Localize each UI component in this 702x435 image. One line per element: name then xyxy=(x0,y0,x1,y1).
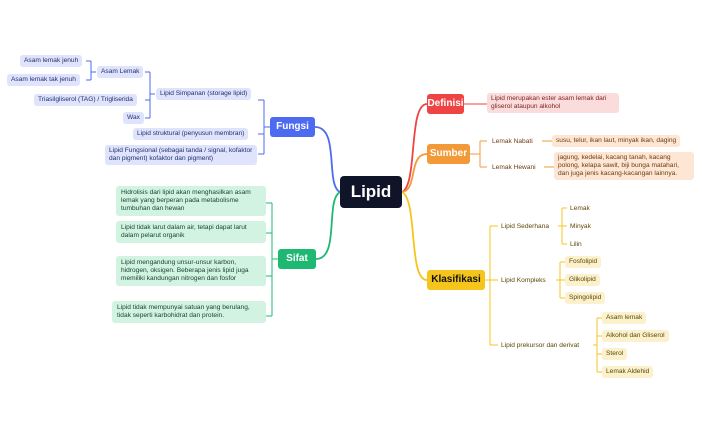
node-lipid-fungsional[interactable]: Lipid Fungsional (sebagai tanda / signal… xyxy=(105,145,257,166)
link-center-sumber xyxy=(401,153,428,193)
branch-definisi[interactable]: Definisi xyxy=(427,94,464,114)
node-hewani-text[interactable]: jagung, kedelai, kacang tanah, kacang po… xyxy=(554,152,694,181)
link-asamlemak-children xyxy=(86,60,96,81)
link-center-definisi xyxy=(401,103,428,193)
node-asam-lemak-jenuh[interactable]: Asam lemak jenuh xyxy=(20,55,83,68)
node-sifat-unsur[interactable]: Lipid mengandung unsur-unsur karbon, hid… xyxy=(116,256,266,287)
link-prekursor-children xyxy=(593,317,602,373)
link-kompleks-children xyxy=(556,261,565,299)
link-fungsi-children xyxy=(258,99,270,155)
branch-klasifikasi[interactable]: Klasifikasi xyxy=(427,270,485,290)
node-tag[interactable]: Triasilgliserol (TAG) / Trigliserida xyxy=(34,94,137,107)
node-sifat-kelarutan[interactable]: Lipid tidak larut dalam air, tetapi dapa… xyxy=(116,221,266,244)
link-center-sifat xyxy=(315,191,341,260)
node-lemak-hewani[interactable]: Lemak Hewani xyxy=(492,164,536,171)
node-lilin[interactable]: Lilin xyxy=(570,241,582,248)
node-lipid-sederhana[interactable]: Lipid Sederhana xyxy=(501,223,550,230)
node-lemak[interactable]: Lemak xyxy=(570,205,590,212)
branch-sumber[interactable]: Sumber xyxy=(427,144,470,164)
node-sifat-satuan[interactable]: Lipid tidak mempunyai satuan yang berula… xyxy=(112,301,266,324)
link-sederhana-children xyxy=(558,207,567,245)
node-lemak-aldehid[interactable]: Lemak Aldehid xyxy=(602,366,654,379)
node-nabati-text[interactable]: susu, telur, ikan laut, minyak ikan, dag… xyxy=(552,135,681,148)
central-topic[interactable]: Lipid xyxy=(340,176,402,208)
node-lemak-nabati[interactable]: Lemak Nabati xyxy=(492,138,533,145)
node-sterol[interactable]: Sterol xyxy=(602,348,628,361)
node-sifat-hidrolisis[interactable]: Hidrolisis dari lipid akan menghasilkan … xyxy=(116,186,266,217)
link-simpanan-children xyxy=(145,71,155,119)
node-glikolipid[interactable]: Glikolipid xyxy=(565,274,600,287)
node-lipid-prekursor[interactable]: Lipid prekursor dan derivat xyxy=(501,342,580,349)
link-center-klasifikasi xyxy=(401,191,428,281)
node-alkohol-gliserol[interactable]: Alkohol dan Gliserol xyxy=(602,330,669,343)
link-sumber-children xyxy=(470,140,487,168)
branch-fungsi[interactable]: Fungsi xyxy=(270,117,315,137)
node-lipid-kompleks[interactable]: Lipid Kompleks xyxy=(501,277,546,284)
node-lipid-simpanan[interactable]: Lipid Simpanan (storage lipid) xyxy=(156,88,252,101)
node-asam-lemak-tak-jenuh[interactable]: Asam lemak tak jenuh xyxy=(7,74,80,87)
node-spingolipid[interactable]: Spingolipid xyxy=(565,292,606,305)
link-center-fungsi xyxy=(314,126,341,193)
link-sifat-children xyxy=(266,202,278,317)
node-asam-lemak-derivat[interactable]: Asam lemak xyxy=(602,312,647,325)
node-lipid-struktural[interactable]: Lipid struktural (penyusun membran) xyxy=(133,128,249,141)
node-definisi-text[interactable]: Lipid merupakan ester asam lemak dari gl… xyxy=(487,93,619,114)
node-asam-lemak[interactable]: Asam Lemak xyxy=(97,66,144,79)
node-minyak[interactable]: Minyak xyxy=(570,223,591,230)
node-fosfolipid[interactable]: Fosfolipid xyxy=(565,256,602,269)
branch-sifat[interactable]: Sifat xyxy=(278,249,316,269)
node-wax[interactable]: Wax xyxy=(123,112,144,125)
